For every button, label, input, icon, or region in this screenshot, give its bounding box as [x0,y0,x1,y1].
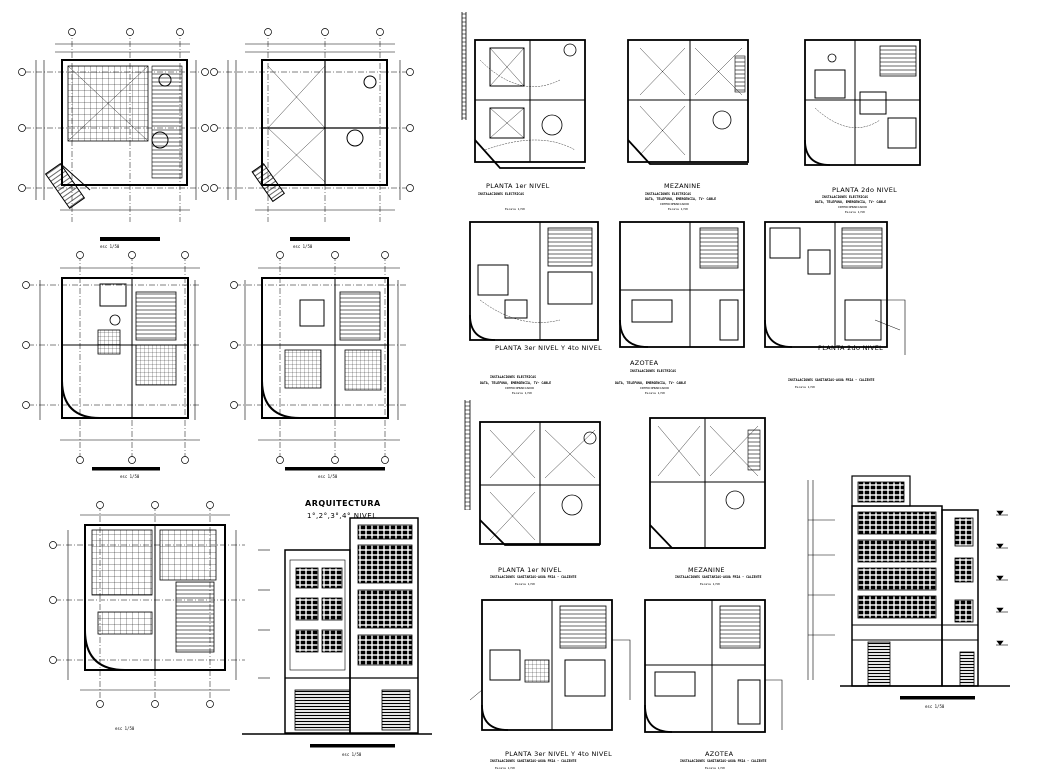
elec-plan-3-sub2: DATA, TELEFONO, EMERGENCIA, TV- CABLE [480,381,551,385]
elec-plan-roof-sub2: DATA, TELEFONO, EMERGENCIA, TV- CABLE [615,381,686,385]
elec-plan-roof-title: AZOTEA [630,359,659,367]
sani-plan-roof-drawing [644,599,783,733]
elec-plan-3-title: PLANTA 3er NIVEL Y 4to NIVEL [495,344,602,352]
elec-plan-2-title: PLANTA 2do NIVEL [832,186,897,194]
sani-plan-1-title: PLANTA 1er NIVEL [498,566,562,574]
arch-plan-roof [49,501,245,708]
arch-subtitle: 1°,2°,3°,4° NIVEL [307,512,377,520]
elec-plan-roof-scale: Escala 1/50 [645,391,665,395]
side-elevation [807,475,1010,700]
arch-plan-second-floor [22,251,200,471]
sani-plan-2-scale: Escala 1/50 [795,385,815,389]
arch-title: ARQUITECTURA [305,499,381,508]
sani-plan-2-title: PLANTA 2do NIVEL [818,344,883,352]
elec-plan-2-scale: Escala 1/50 [845,210,865,214]
elec-plan-1-scale: Escala 1/50 [505,207,525,211]
sani-plan-mezz-scale: Escala 1/50 [700,582,720,586]
elec-plan-1-sub: INSTALACIONES ELECTRICAS [478,192,524,196]
arch-plan-mezzanine [210,28,414,241]
arch-plan-typical-floor [230,251,408,471]
sani-plan-roof-sub1: INSTALACIONES SANITARIAS-AGUA FRIA - CAL… [680,759,766,763]
elec-plan-mezz-scale: Escala 1/50 [668,207,688,211]
elec-plan-3-sub1: INSTALACIONES ELECTRICAS [490,375,536,379]
sani-plan-mezz-title: MEZANINE [688,566,725,574]
sani-plan-2-drawing [764,221,906,355]
sani-plan-3-drawing [469,599,631,731]
sani-plan-mezz-sub1: INSTALACIONES SANITARIAS-AGUA FRIA - CAL… [675,575,761,579]
elec-plan-2-sub1: INSTALACIONES ELECTRICAS [822,195,868,199]
elec-plan-1-drawing [461,12,586,169]
sani-plan-roof-title: AZOTEA [705,750,734,758]
arch-plan-4-scale: esc 1/50 [318,474,338,479]
arch-plan-1-scale: esc 1/50 [100,244,120,249]
arch-plan-2-scale: esc 1/50 [293,244,313,249]
elec-plan-roof-sub1: INSTALACIONES ELECTRICAS [630,369,676,373]
elec-plan-3-scale: Escala 1/50 [512,391,532,395]
arch-elevation-scale: esc 1/50 [342,752,362,757]
arch-front-elevation [242,517,432,748]
elec-plan-roof-drawing [619,221,745,348]
sani-plan-mezz-drawing [649,417,766,549]
elec-plan-2-sub3: INTERCOMUNICADOR [838,205,867,209]
sani-plan-3-sub1: INSTALACIONES SANITARIAS-AGUA FRIA - CAL… [490,759,576,763]
elec-plan-mezz-sub3: INTERCOMUNICADOR [660,202,689,206]
elec-plan-1-title: PLANTA 1er NIVEL [486,182,550,190]
arch-plan-5-scale: esc 1/50 [115,726,135,731]
elec-plan-3-drawing [469,221,599,341]
arch-plan-3-scale: esc 1/50 [120,474,140,479]
elec-plan-roof-sub3: INTERCOMUNICADOR [640,386,669,390]
sani-plan-1-scale: Escala 1/50 [515,582,535,586]
elec-plan-mezz-sub1: INSTALACIONES ELECTRICAS [645,192,691,196]
elec-plan-mezz-drawing [627,39,749,165]
sani-plan-1-drawing [464,400,601,546]
elec-plan-2-sub2: DATA, TELEFONO, EMERGENCIA, TV- CABLE [815,200,886,204]
side-elevation-scale: esc 1/50 [925,704,945,709]
sani-plan-2-sub1: INSTALACIONES SANITARIAS-AGUA FRIA - CAL… [788,378,874,382]
sani-plan-roof-scale: Escala 1/50 [705,766,725,770]
elec-plan-2-drawing [804,39,921,166]
elec-plan-mezz-title: MEZANINE [664,182,701,190]
sani-plan-3-title: PLANTA 3er NIVEL Y 4to NIVEL [505,750,612,758]
sani-plan-1-sub1: INSTALACIONES SANITARIAS-AGUA FRIA - CAL… [490,575,576,579]
sani-plan-3-scale: Escala 1/50 [495,766,515,770]
elec-plan-3-sub3: INTERCOMUNICADOR [505,386,534,390]
elec-plan-mezz-sub2: DATA, TELEFONO, EMERGENCIA, TV- CABLE [645,197,716,201]
arch-plan-ground-floor [18,28,209,241]
